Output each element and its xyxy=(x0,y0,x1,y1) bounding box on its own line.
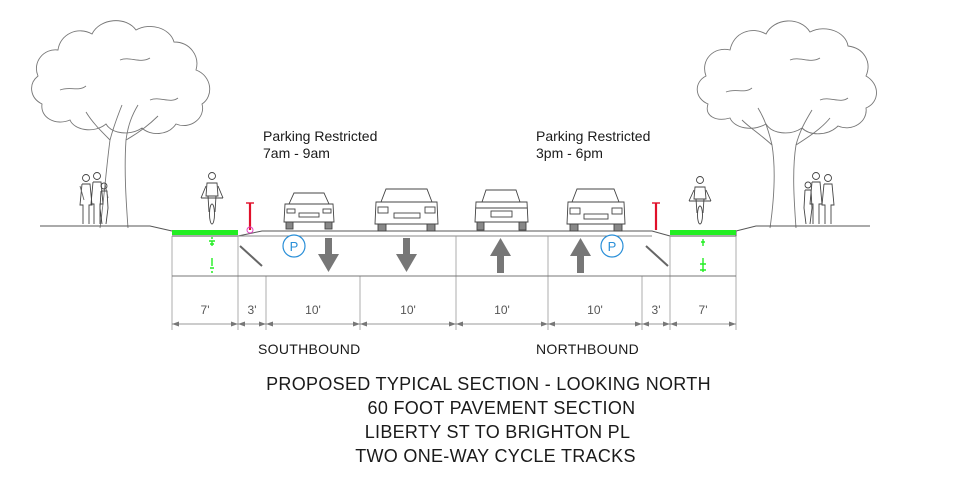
dimension-arrows xyxy=(172,321,736,327)
buffer-hatch-left xyxy=(239,245,263,267)
cyclist-left xyxy=(200,172,224,225)
pavement-profile xyxy=(40,225,870,237)
parking-symbol-southbound: P xyxy=(282,234,306,258)
buffer-hatch-right xyxy=(645,245,669,267)
dimension-arrowhead xyxy=(548,321,555,327)
dimension-arrowhead xyxy=(642,321,649,327)
parking-restriction-title: Parking Restricted xyxy=(263,128,378,144)
dim-label: 10' xyxy=(587,303,603,317)
car-parked-northbound xyxy=(566,188,626,232)
car-parked-southbound xyxy=(283,192,335,230)
dimension-arrowhead xyxy=(360,321,367,327)
parking-symbol-northbound: P xyxy=(600,234,624,258)
parking-restriction-title: Parking Restricted xyxy=(536,128,651,144)
dimension-arrowhead xyxy=(541,321,548,327)
dim-label: 10' xyxy=(305,303,321,317)
pedestrians-left xyxy=(79,172,109,225)
parking-symbol-text: P xyxy=(608,239,617,254)
dimension-arrowhead xyxy=(449,321,456,327)
parking-restriction-hours: 3pm - 6pm xyxy=(536,145,603,161)
arrow-down-lane2 xyxy=(396,238,417,272)
dimension-arrowhead xyxy=(238,321,245,327)
lane-dividers xyxy=(171,236,737,330)
dimension-arrowhead xyxy=(259,321,266,327)
section-title-block: PROPOSED TYPICAL SECTION - LOOKING NORTH… xyxy=(0,372,977,468)
cycle-track-left xyxy=(172,230,238,235)
tree-right xyxy=(696,20,877,229)
cyclist-right xyxy=(688,176,712,225)
northbound-label: NORTHBOUND xyxy=(536,341,640,357)
bike-marking-right xyxy=(700,239,706,272)
dimension-arrowhead xyxy=(353,321,360,327)
parking-symbol-text: P xyxy=(290,239,299,254)
dim-label: 3' xyxy=(652,303,661,317)
cycle-track-right xyxy=(670,230,736,235)
dim-label: 10' xyxy=(400,303,416,317)
arrow-up-lane3 xyxy=(490,238,511,273)
dim-label: 3' xyxy=(248,303,257,317)
bike-marking-left xyxy=(209,237,215,273)
dimension-arrowhead xyxy=(456,321,463,327)
arrow-up-lane4 xyxy=(570,238,591,273)
parking-restriction-hours: 7am - 9am xyxy=(263,145,330,161)
dimension-arrowhead xyxy=(729,321,736,327)
dimension-arrowhead xyxy=(231,321,238,327)
suv-southbound xyxy=(374,188,439,232)
dimension-arrowhead xyxy=(663,321,670,327)
dim-label: 7' xyxy=(201,303,210,317)
parking-restriction-northbound: Parking Restricted 3pm - 6pm xyxy=(536,128,650,162)
arrow-down-lane1 xyxy=(318,238,339,272)
parking-restriction-southbound: Parking Restricted 7am - 9am xyxy=(263,128,377,162)
dimension-arrowhead xyxy=(172,321,179,327)
dim-label: 10' xyxy=(494,303,510,317)
dimension-arrowhead xyxy=(266,321,273,327)
title-line-3: LIBERTY ST TO BRIGHTON PL xyxy=(364,422,631,442)
pickup-northbound xyxy=(474,189,529,231)
title-line-2: 60 FOOT PAVEMENT SECTION xyxy=(367,398,636,418)
title-line-4: TWO ONE-WAY CYCLE TRACKS xyxy=(355,446,636,466)
bollard-right xyxy=(652,202,660,230)
title-line-1: PROPOSED TYPICAL SECTION - LOOKING NORTH xyxy=(266,374,711,394)
dimension-arrowhead xyxy=(670,321,677,327)
tree-left xyxy=(31,20,211,229)
bollard-left xyxy=(246,202,254,234)
dimension-arrowhead xyxy=(635,321,642,327)
dim-label: 7' xyxy=(699,303,708,317)
southbound-label: SOUTHBOUND xyxy=(258,341,361,357)
pedestrians-right xyxy=(803,172,835,225)
